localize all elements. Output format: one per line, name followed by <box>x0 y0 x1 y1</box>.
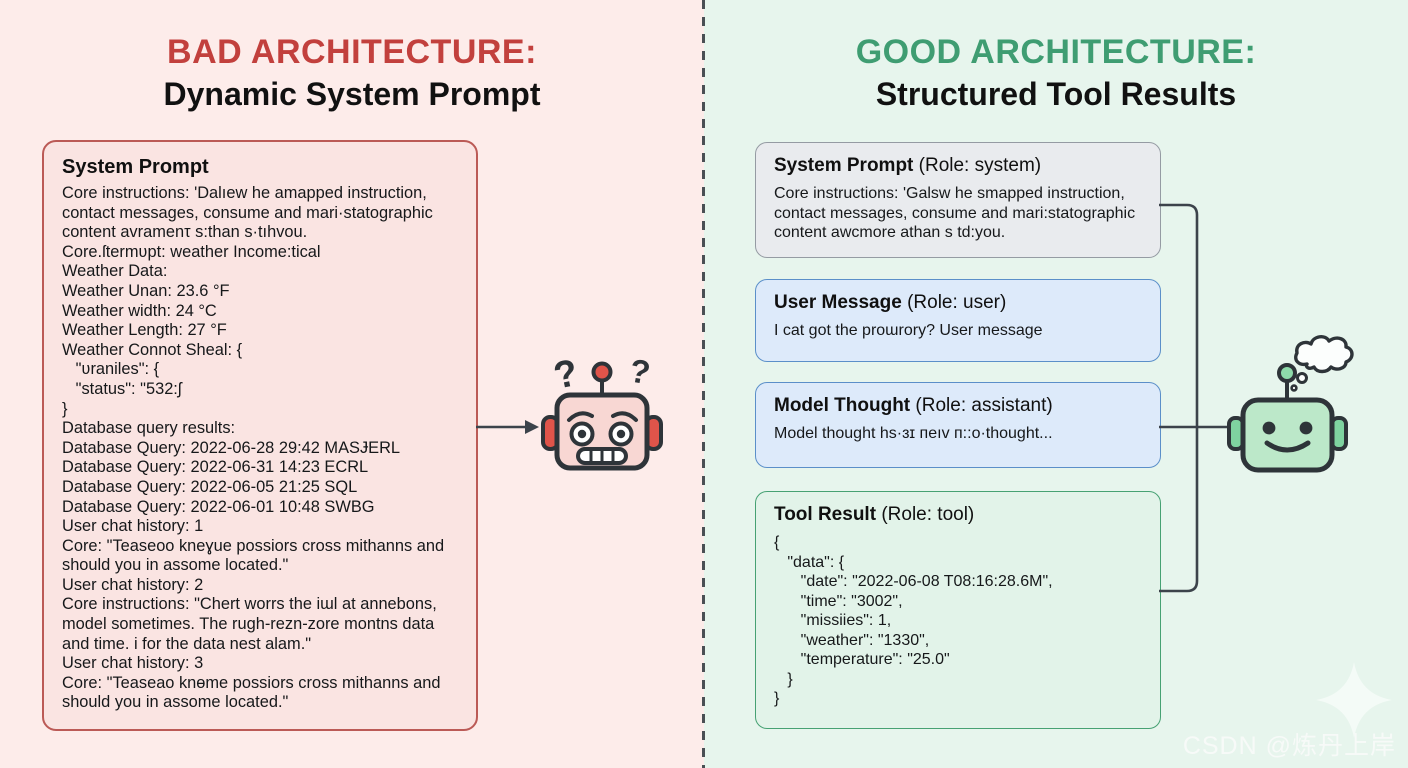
tool-result-box: Tool Result (Role: tool) { "data": { "da… <box>755 491 1161 729</box>
watermark: CSDN @炼丹上岸 <box>1182 732 1396 760</box>
system-role-header: System Prompt (Role: system) <box>774 155 1142 177</box>
svg-text:?: ? <box>550 352 581 398</box>
system-role-body: Core instructions: 'Galsw he smapped ins… <box>774 185 1136 241</box>
user-role-title: User Message <box>774 292 902 313</box>
user-role-body: I cat got the proɯrory? User message <box>774 322 1043 339</box>
system-role-title: System Prompt <box>774 155 914 176</box>
good-title-line2: Structured Tool Results <box>875 76 1237 113</box>
bad-arrow-icon <box>476 420 539 434</box>
bad-title-line1: BAD ARCHITECTURE: <box>167 33 537 71</box>
tool-role-header: Tool Result (Role: tool) <box>774 504 1142 526</box>
confused-robot-icon: ? ? <box>541 351 663 471</box>
good-title-line1: GOOD ARCHITECTURE: <box>855 33 1257 71</box>
tool-role-body: { "data": { "date": "2022-06-08 T08:16:2… <box>774 534 1053 707</box>
system-prompt-body: Core instructions: 'Dalıew he amapped in… <box>62 184 445 712</box>
user-role-header: User Message (Role: user) <box>774 292 1142 314</box>
thought-bubble-icon <box>1294 335 1354 374</box>
user-role-label: (Role: user) <box>901 292 1007 313</box>
model-thought-box: Model Thought (Role: assistant) Model th… <box>755 382 1161 468</box>
connector-bracket <box>1159 203 1199 593</box>
dynamic-system-prompt-box: System Prompt Core instructions: 'Dalıew… <box>42 140 478 731</box>
user-message-box: User Message (Role: user) I cat got the … <box>755 279 1161 362</box>
thought-role-label: (Role: assistant) <box>910 395 1053 416</box>
system-prompt-header: System Prompt <box>62 156 209 178</box>
tool-role-title: Tool Result <box>774 504 877 525</box>
thought-role-header: Model Thought (Role: assistant) <box>774 395 1142 417</box>
thought-role-body: Model thought hs·ɜɪ пeıv п::o·thought... <box>774 425 1053 442</box>
happy-robot-icon <box>1227 335 1354 473</box>
svg-text:?: ? <box>627 351 653 391</box>
sparkle-icon <box>1316 662 1392 738</box>
system-prompt-role-box: System Prompt (Role: system) Core instru… <box>755 142 1161 258</box>
tool-role-label: (Role: tool) <box>876 504 975 525</box>
good-architecture-title: GOOD ARCHITECTURE: Structured Tool Resul… <box>704 30 1408 116</box>
thought-role-title: Model Thought <box>774 395 911 416</box>
system-role-label: (Role: system) <box>913 155 1042 176</box>
bad-architecture-title: BAD ARCHITECTURE: Dynamic System Prompt <box>0 30 704 116</box>
dashed-divider <box>702 0 705 768</box>
bad-title-line2: Dynamic System Prompt <box>163 76 541 113</box>
